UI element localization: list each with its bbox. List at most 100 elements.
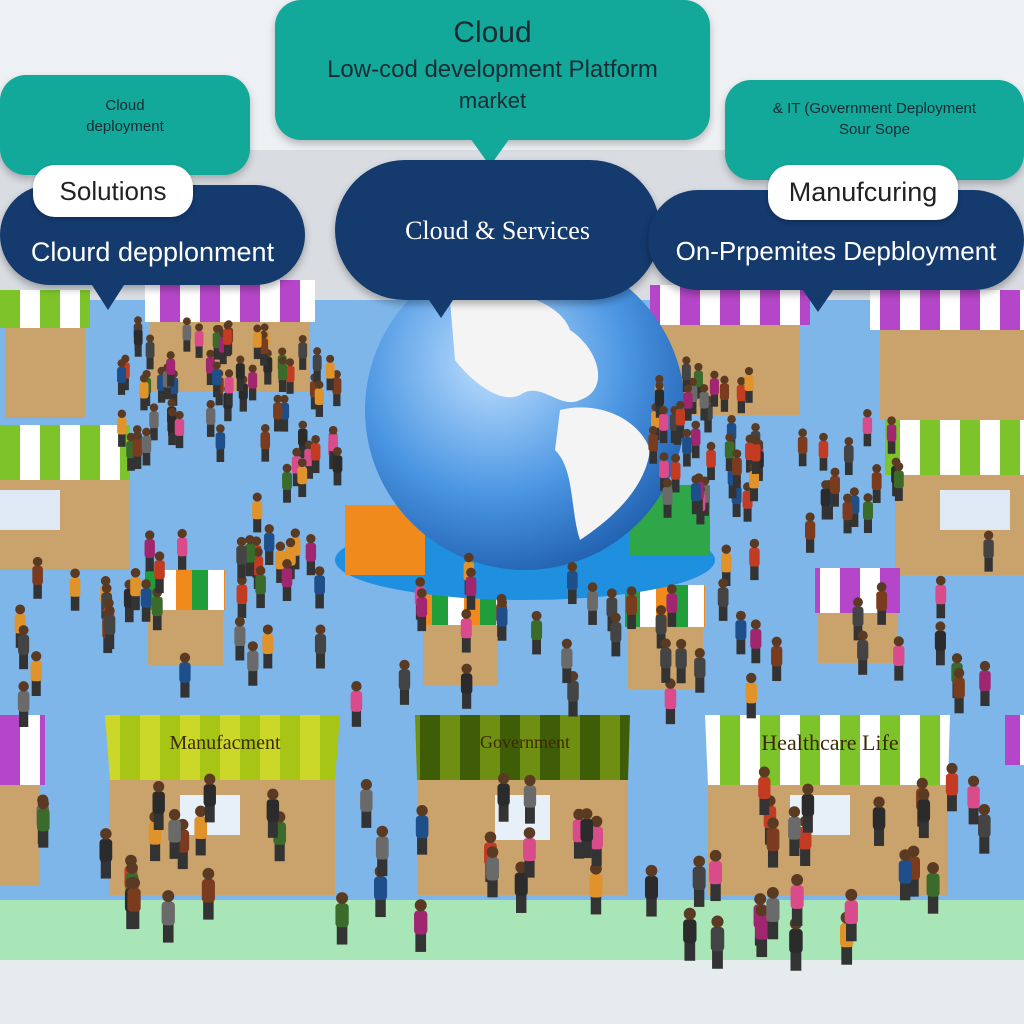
person-figure bbox=[745, 672, 758, 719]
person-figure bbox=[587, 582, 598, 625]
person-figure bbox=[325, 354, 335, 391]
person-figure bbox=[297, 458, 308, 498]
person-figure bbox=[416, 588, 428, 632]
person-figure bbox=[152, 781, 165, 830]
person-figure bbox=[174, 410, 185, 449]
person-figure bbox=[805, 512, 816, 553]
person-figure bbox=[248, 364, 258, 401]
person-figure bbox=[694, 647, 706, 693]
person-figure bbox=[580, 808, 594, 859]
person-figure bbox=[18, 625, 30, 670]
person-figure bbox=[215, 424, 226, 462]
person-figure bbox=[755, 904, 769, 958]
person-figure bbox=[610, 612, 622, 657]
person-figure bbox=[140, 579, 152, 622]
person-figure bbox=[465, 567, 477, 610]
person-figure bbox=[566, 561, 578, 605]
person-figure bbox=[717, 578, 729, 621]
person-figure bbox=[735, 610, 747, 655]
person-figure bbox=[790, 874, 804, 926]
person-figure bbox=[801, 783, 815, 833]
person-figure bbox=[692, 855, 706, 907]
person-figure bbox=[244, 535, 256, 577]
person-figure bbox=[744, 366, 754, 403]
person-figure bbox=[224, 369, 234, 406]
left-navy-text: Clourd depplonment bbox=[30, 237, 275, 267]
person-figure bbox=[149, 403, 159, 441]
person-figure bbox=[127, 876, 141, 929]
center-navy-text: Cloud & Services bbox=[405, 216, 590, 245]
person-figure bbox=[872, 796, 886, 846]
right-navy-pill: Manufcuring bbox=[768, 165, 958, 220]
person-figure bbox=[266, 788, 280, 838]
person-figure bbox=[898, 849, 912, 901]
person-figure bbox=[194, 805, 208, 856]
person-figure bbox=[719, 375, 730, 412]
person-figure bbox=[194, 323, 204, 358]
person-figure bbox=[161, 890, 175, 943]
person-figure bbox=[206, 400, 216, 437]
person-figure bbox=[766, 817, 780, 868]
person-figure bbox=[709, 370, 719, 407]
person-figure bbox=[720, 544, 732, 586]
person-figure bbox=[201, 867, 215, 920]
person-figure bbox=[179, 652, 191, 698]
person-figure bbox=[236, 536, 247, 579]
person-figure bbox=[967, 775, 980, 825]
person-figure bbox=[398, 659, 411, 705]
person-figure bbox=[298, 335, 308, 370]
person-figure bbox=[312, 347, 322, 383]
person-figure bbox=[818, 432, 829, 471]
person-figure bbox=[282, 463, 292, 503]
person-figure bbox=[176, 528, 188, 570]
person-figure bbox=[683, 907, 697, 961]
person-figure bbox=[273, 394, 283, 432]
person-figure bbox=[133, 322, 143, 357]
person-figure bbox=[655, 605, 667, 649]
person-figure bbox=[871, 464, 882, 503]
person-figure bbox=[844, 888, 858, 942]
person-figure bbox=[460, 663, 473, 709]
person-figure bbox=[683, 384, 693, 421]
person-figure bbox=[262, 624, 274, 669]
person-figure bbox=[32, 556, 43, 599]
person-figure bbox=[104, 605, 116, 650]
person-figure bbox=[750, 619, 762, 664]
person-figure bbox=[654, 381, 665, 418]
person-figure bbox=[886, 416, 897, 454]
person-figure bbox=[750, 435, 761, 474]
person-figure bbox=[926, 862, 940, 914]
person-figure bbox=[771, 636, 783, 682]
person-figure bbox=[724, 433, 735, 472]
person-figure bbox=[212, 361, 222, 398]
person-figure bbox=[264, 524, 275, 565]
top-bubble-subtitle: Low-cod development Platform bbox=[327, 56, 658, 83]
top-bubble-title: Cloud bbox=[453, 16, 532, 49]
person-figure bbox=[945, 762, 959, 812]
stall-banner-manufacturing: Manufacment bbox=[169, 732, 281, 754]
person-figure bbox=[314, 624, 327, 669]
person-figure bbox=[788, 806, 801, 856]
person-figure bbox=[648, 426, 658, 464]
globe bbox=[335, 250, 715, 600]
person-figure bbox=[223, 321, 232, 357]
person-figure bbox=[830, 467, 840, 507]
person-figure bbox=[862, 493, 874, 533]
person-figure bbox=[117, 409, 127, 447]
person-figure bbox=[205, 349, 215, 386]
mid-stalls bbox=[0, 420, 1024, 689]
person-figure bbox=[983, 530, 994, 572]
person-figure bbox=[843, 436, 854, 476]
person-figure bbox=[749, 538, 760, 581]
person-figure bbox=[690, 420, 701, 459]
right-teal-line1: & IT (Government Deployment bbox=[772, 100, 977, 117]
person-figure bbox=[167, 407, 177, 446]
left-navy-tail bbox=[90, 282, 126, 310]
person-figure bbox=[706, 441, 716, 481]
person-figure bbox=[589, 862, 603, 915]
person-figure bbox=[460, 609, 472, 653]
person-figure bbox=[130, 567, 141, 611]
person-figure bbox=[144, 530, 155, 572]
person-figure bbox=[332, 446, 343, 486]
right-teal-bubble: & IT (Government Deployment Sour Sope bbox=[725, 80, 1024, 180]
